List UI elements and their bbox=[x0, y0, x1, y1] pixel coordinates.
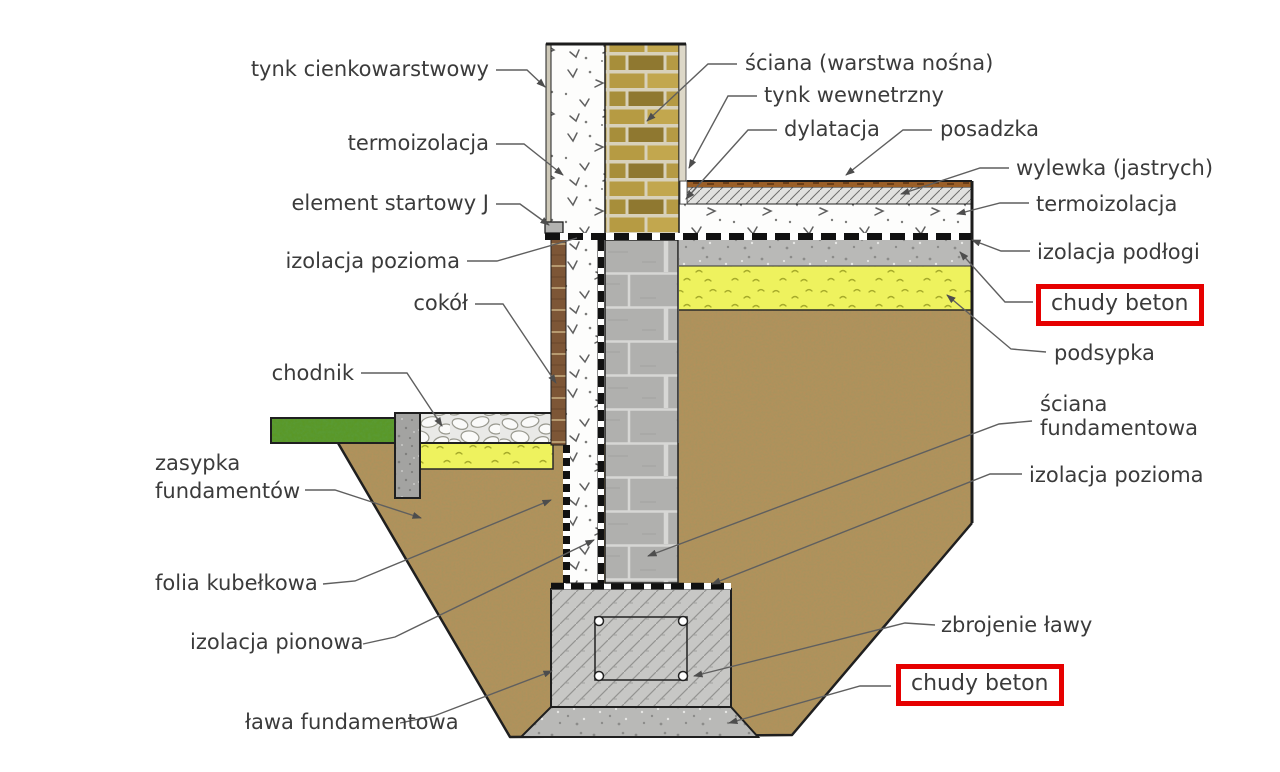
curb-block bbox=[394, 412, 421, 499]
label-zasypka-line2: fundamentów bbox=[155, 479, 301, 503]
sand-bedding bbox=[419, 442, 554, 470]
label-folia-kubelkowa: folia kubełkowa bbox=[155, 571, 318, 595]
leader-izolacja-pozioma-right bbox=[711, 473, 1022, 585]
label-izolacja-pozioma-left: izolacja pozioma bbox=[285, 249, 460, 273]
label-izolacja-pozioma-right: izolacja pozioma bbox=[1029, 463, 1204, 487]
label-izolacja-podlogi: izolacja podłogi bbox=[1037, 240, 1200, 264]
label-sciana-fund-line1: ściana bbox=[1040, 392, 1108, 416]
floor-finish-posadzka bbox=[687, 180, 972, 187]
label-cokol: cokół bbox=[413, 291, 468, 315]
label-podsypka: podsypka bbox=[1054, 341, 1155, 365]
leader-chodnik bbox=[361, 372, 443, 427]
sidewalk-cobble bbox=[419, 412, 554, 444]
dimple-membrane-folia bbox=[563, 445, 570, 583]
label-wylewka: wylewka (jastrych) bbox=[1016, 156, 1214, 180]
label-termoizolacja-right: termoizolacja bbox=[1036, 192, 1178, 216]
label-termoizolacja-left: termoizolacja bbox=[347, 131, 489, 155]
leader-folia-kubelkowa bbox=[322, 499, 552, 585]
footing-dpc-dashed-line bbox=[551, 582, 731, 590]
foundation-footing bbox=[550, 582, 732, 708]
exterior-thin-render bbox=[545, 43, 552, 226]
label-zasypka-line1: zasypka bbox=[155, 451, 241, 475]
vertical-dpc-membrane bbox=[598, 240, 604, 583]
foundation-block-wall bbox=[604, 239, 679, 584]
leader-cokol bbox=[475, 303, 557, 384]
footing-rebar bbox=[593, 615, 689, 682]
label-tynk-cienkowarstwowy: tynk cienkowarstwowy bbox=[250, 57, 489, 81]
leader-posadzka bbox=[845, 129, 932, 176]
label-posadzka: posadzka bbox=[940, 117, 1040, 141]
highlight-box-chudy-beton-footing: chudy beton bbox=[896, 664, 1064, 706]
interior-plaster bbox=[678, 43, 687, 182]
label-chodnik: chodnik bbox=[271, 361, 354, 385]
leader-izolacja-pionowa bbox=[362, 539, 595, 645]
leader-chudy-beton-footing bbox=[728, 685, 891, 725]
brick-load-bearing-wall bbox=[604, 43, 680, 237]
leader-sciana-nosna bbox=[646, 63, 737, 122]
leader-dylatacja bbox=[685, 129, 777, 200]
highlight-box-chudy-beton-floor: chudy beton bbox=[1036, 284, 1204, 326]
horizontal-dpc-line bbox=[545, 233, 972, 240]
wall-insulation bbox=[550, 43, 606, 237]
label-sciana-fundamentowa: ściana fundamentowa bbox=[1040, 392, 1198, 440]
leader-chudy-beton-floor bbox=[959, 251, 1033, 303]
label-izolacja-pionowa: izolacja pionowa bbox=[190, 630, 364, 654]
label-dylatacja: dylatacja bbox=[784, 117, 880, 141]
leader-zbrojenie-lawy bbox=[693, 622, 936, 678]
leader-podsypka bbox=[946, 294, 1047, 353]
leader-wylewka bbox=[900, 167, 1009, 195]
label-sciana-nosna: ściana (warstwa nośna) bbox=[745, 51, 994, 75]
wall-column bbox=[544, 42, 687, 584]
label-tynk-wewnetrzny: tynk wewnetrzny bbox=[764, 83, 944, 107]
floor-insulation-layer bbox=[679, 203, 972, 233]
expansion-joint-gap bbox=[679, 180, 688, 205]
label-element-startowy-j: element startowy J bbox=[291, 191, 489, 215]
leader-tynk-cienkowarstwowy bbox=[496, 69, 546, 88]
leader-zasypka bbox=[305, 489, 422, 519]
leader-lines bbox=[305, 63, 1047, 725]
lean-concrete-floor-layer bbox=[679, 240, 972, 267]
perimeter-insulation-below bbox=[565, 235, 599, 584]
floor-layers bbox=[679, 180, 973, 311]
leader-lawa-fundamentowa bbox=[399, 670, 553, 724]
label-lawa-fundamentowa: ława fundamentowa bbox=[245, 710, 459, 734]
leader-tynk-wewnetrzny bbox=[688, 95, 757, 169]
lean-concrete-base bbox=[518, 706, 761, 738]
plinth-cokol-strip bbox=[550, 235, 567, 446]
screed-layer bbox=[686, 186, 973, 205]
label-sciana-fund-line2: fundamentowa bbox=[1040, 416, 1199, 440]
grass-strip bbox=[270, 417, 396, 444]
leader-element-startowy bbox=[496, 203, 550, 226]
leader-izolacja-podlogi bbox=[971, 239, 1030, 252]
sand-subbase-layer bbox=[679, 266, 972, 311]
leader-termoizolacja-right bbox=[956, 202, 1029, 216]
label-zbrojenie-lawy: zbrojenie ławy bbox=[941, 613, 1093, 637]
leader-izolacja-pozioma-left bbox=[467, 237, 578, 262]
leader-sciana-fundamentowa bbox=[647, 420, 1033, 557]
label-zasypka-fundamentow: zasypka fundamentów bbox=[155, 449, 300, 505]
leader-termoizolacja-left bbox=[496, 143, 564, 176]
